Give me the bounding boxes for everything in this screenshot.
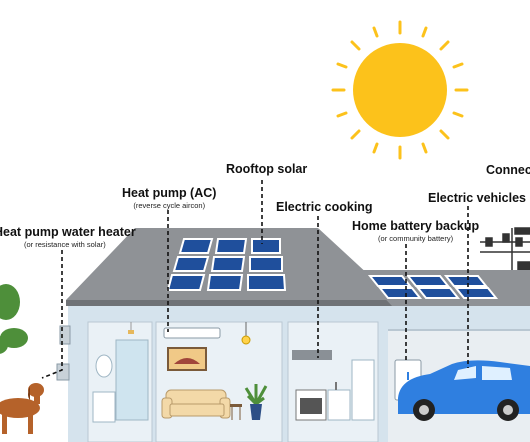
rooftop-solar-title: Rooftop solar [226,162,308,176]
plant-icon [244,384,268,420]
power-lines-icon [480,227,530,292]
electric-vehicles-title: Electric vehicles [428,191,526,205]
sun-icon [331,20,469,160]
connect-title: Connect [486,163,530,177]
lamp-icon [241,322,251,345]
water-heater-label: Heat pump water heater (or resistance wi… [0,225,136,249]
electric-vehicles-label: Electric vehicles [428,191,526,205]
rooftop-solar-label: Rooftop solar [226,162,307,176]
plant-icon [0,284,28,354]
sofa-icon [161,389,231,419]
dog-icon [0,383,44,434]
water-heater-title: Heat pump water heater [0,225,136,239]
heat-pump-label: Heat pump (AC) (reverse cycle aircon) [122,186,216,210]
electric-cooking-label: Electric cooking [276,200,373,214]
home-battery-label: Home battery backup (or community batter… [352,219,479,243]
heat-pump-title: Heat pump (AC) [122,186,217,200]
home-battery-title: Home battery backup [352,219,480,233]
electric-cooking-title: Electric cooking [276,200,373,214]
solar-panel-icon [367,275,499,299]
car-icon [398,360,530,421]
solar-panel-icon [166,238,287,291]
home-battery-sub: (or community battery) [378,234,454,243]
connect-label: Connect [486,163,530,177]
water-heater-sub: (or resistance with solar) [24,240,106,249]
oven-icon [295,389,327,421]
heat-pump-sub: (reverse cycle aircon) [133,201,206,210]
